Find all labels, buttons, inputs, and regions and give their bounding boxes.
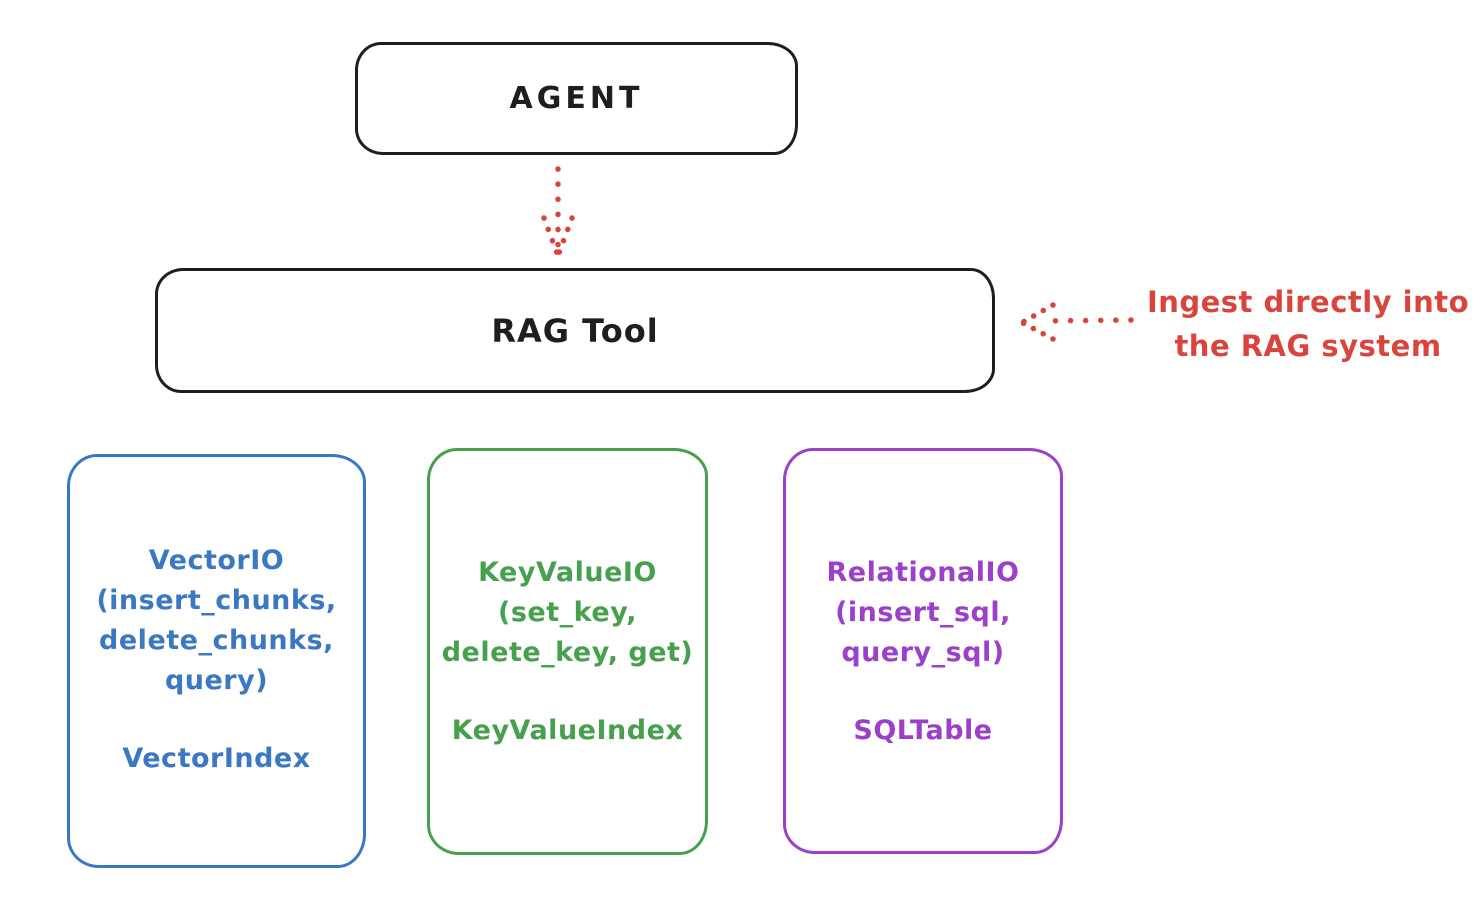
- keyvalue-io-methods: KeyValueIO (set_key, delete_key, get): [441, 557, 694, 668]
- vector-io-methods: VectorIO (insert_chunks, delete_chunks, …: [96, 545, 337, 696]
- arrow-head-top: [1020, 302, 1056, 325]
- relational-io-methods: RelationalIO (insert_sql, query_sql): [826, 557, 1020, 668]
- rag-tool-label: RAG Tool: [491, 311, 659, 350]
- agent-to-ragtool-arrow: [541, 166, 575, 256]
- arrow-head-left: [541, 215, 560, 256]
- vector-io-box: VectorIO (insert_chunks, delete_chunks, …: [67, 454, 366, 868]
- rag-tool-node: RAG Tool: [155, 268, 995, 393]
- agent-label: AGENT: [509, 81, 644, 116]
- arrow-head-right: [556, 215, 575, 256]
- sql-table-label: SQLTable: [853, 715, 993, 746]
- ingest-annotation: Ingest directly into the RAG system: [1146, 285, 1470, 363]
- agent-node: AGENT: [355, 42, 798, 155]
- ingest-into-rag-arrow: [1020, 302, 1134, 342]
- vector-index-label: VectorIndex: [122, 743, 311, 774]
- keyvalue-io-box: KeyValueIO (set_key, delete_key, get) Ke…: [427, 448, 708, 855]
- keyvalue-index-label: KeyValueIndex: [451, 715, 684, 746]
- arrow-head-bottom: [1020, 320, 1056, 342]
- arrow-shaft: [1038, 317, 1134, 324]
- relational-io-box: RelationalIO (insert_sql, query_sql) SQL…: [783, 448, 1063, 854]
